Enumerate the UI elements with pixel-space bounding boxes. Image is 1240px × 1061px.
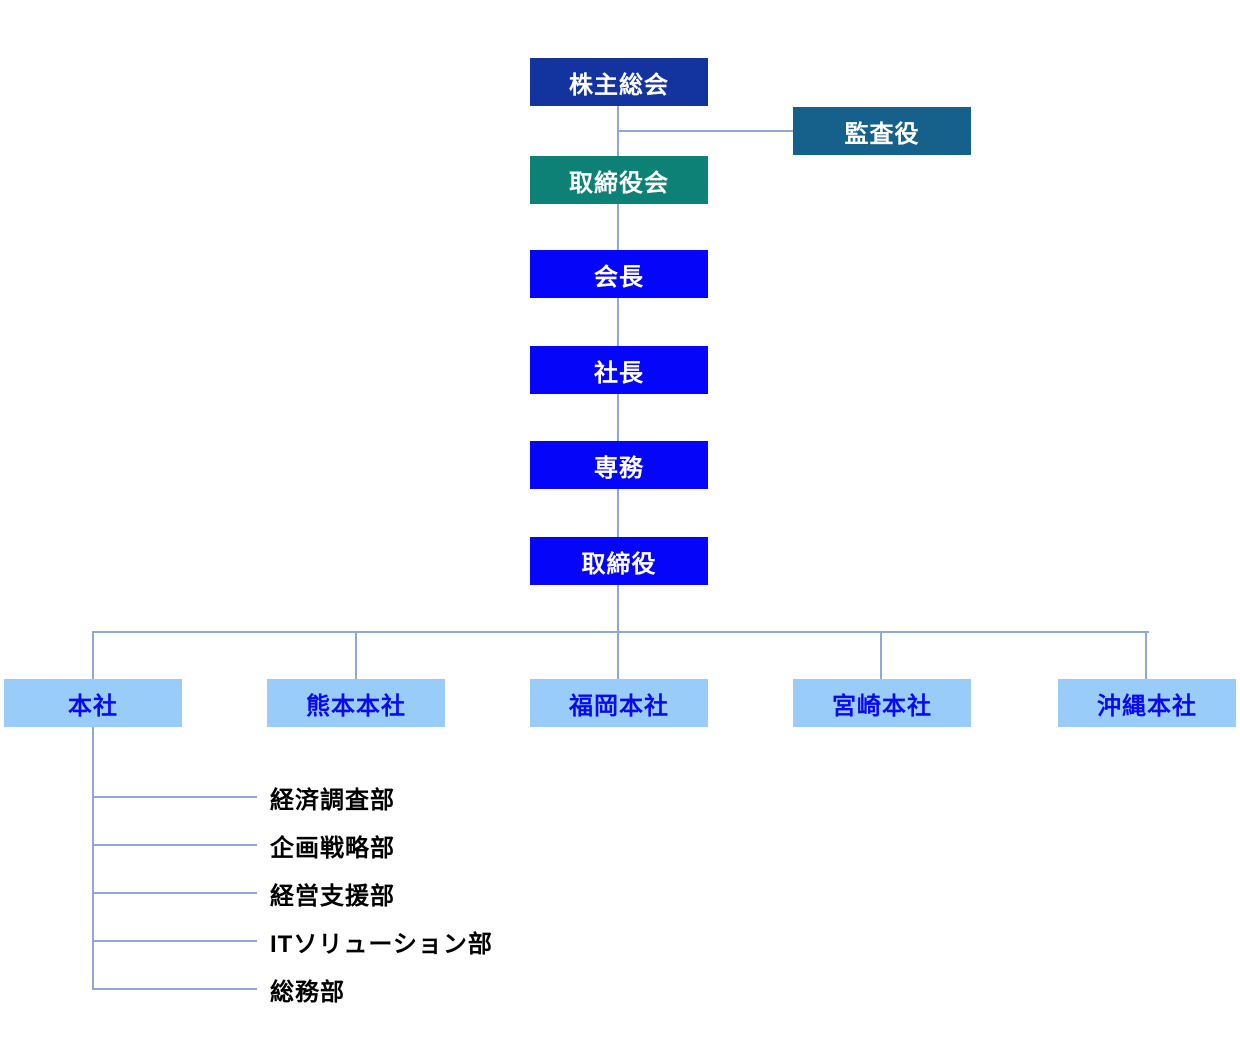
node-senior-managing-director: 専務 [530,441,708,489]
office-fukuoka: 福岡本社 [530,679,708,727]
office-label: 宮崎本社 [832,692,932,720]
node-label: 会長 [594,263,644,291]
connector-department-branch [92,940,257,942]
node-label: 取締役会 [569,169,669,197]
office-label: 沖縄本社 [1097,692,1197,720]
department-item: 経営支援部 [270,883,395,910]
office-head-office: 本社 [4,679,182,727]
node-director: 取締役 [530,537,708,585]
department-item: 経済調査部 [270,787,395,814]
node-board-of-directors: 取締役会 [530,156,708,204]
connector-department-branch [92,844,257,846]
node-label: 株主総会 [569,71,669,99]
connector-board-chairman [617,204,619,251]
office-okinawa: 沖縄本社 [1058,679,1236,727]
office-label: 福岡本社 [569,692,669,720]
node-label: 取締役 [581,550,657,578]
office-kumamoto: 熊本本社 [267,679,445,727]
node-shareholders-meeting: 株主総会 [530,58,708,106]
connector-senior-director [617,489,619,538]
node-auditor: 監査役 [793,107,971,155]
node-label: 監査役 [844,120,920,148]
connector-chairman-president [617,298,619,347]
department-item: ITソリューション部 [270,931,493,958]
connector-department-branch [92,892,257,894]
office-label: 本社 [68,692,118,720]
node-label: 社長 [594,359,644,387]
department-item: 企画戦略部 [270,835,395,862]
connector-drop-kumamoto [355,631,357,680]
node-label: 専務 [594,454,644,482]
connector-president-senior [617,394,619,442]
connector-auditor-branch [618,130,793,132]
connector-departments-vertical [92,727,94,990]
office-label: 熊本本社 [306,692,406,720]
connector-department-branch [92,796,257,798]
node-president: 社長 [530,346,708,394]
node-chairman: 会長 [530,250,708,298]
connector-drop-miyazaki [880,631,882,680]
department-item: 総務部 [270,979,345,1006]
connector-drop-head-office [92,631,94,680]
office-miyazaki: 宮崎本社 [793,679,971,727]
connector-offices-horizontal [92,631,1149,633]
connector-department-branch [92,988,257,990]
connector-drop-okinawa [1145,631,1147,680]
